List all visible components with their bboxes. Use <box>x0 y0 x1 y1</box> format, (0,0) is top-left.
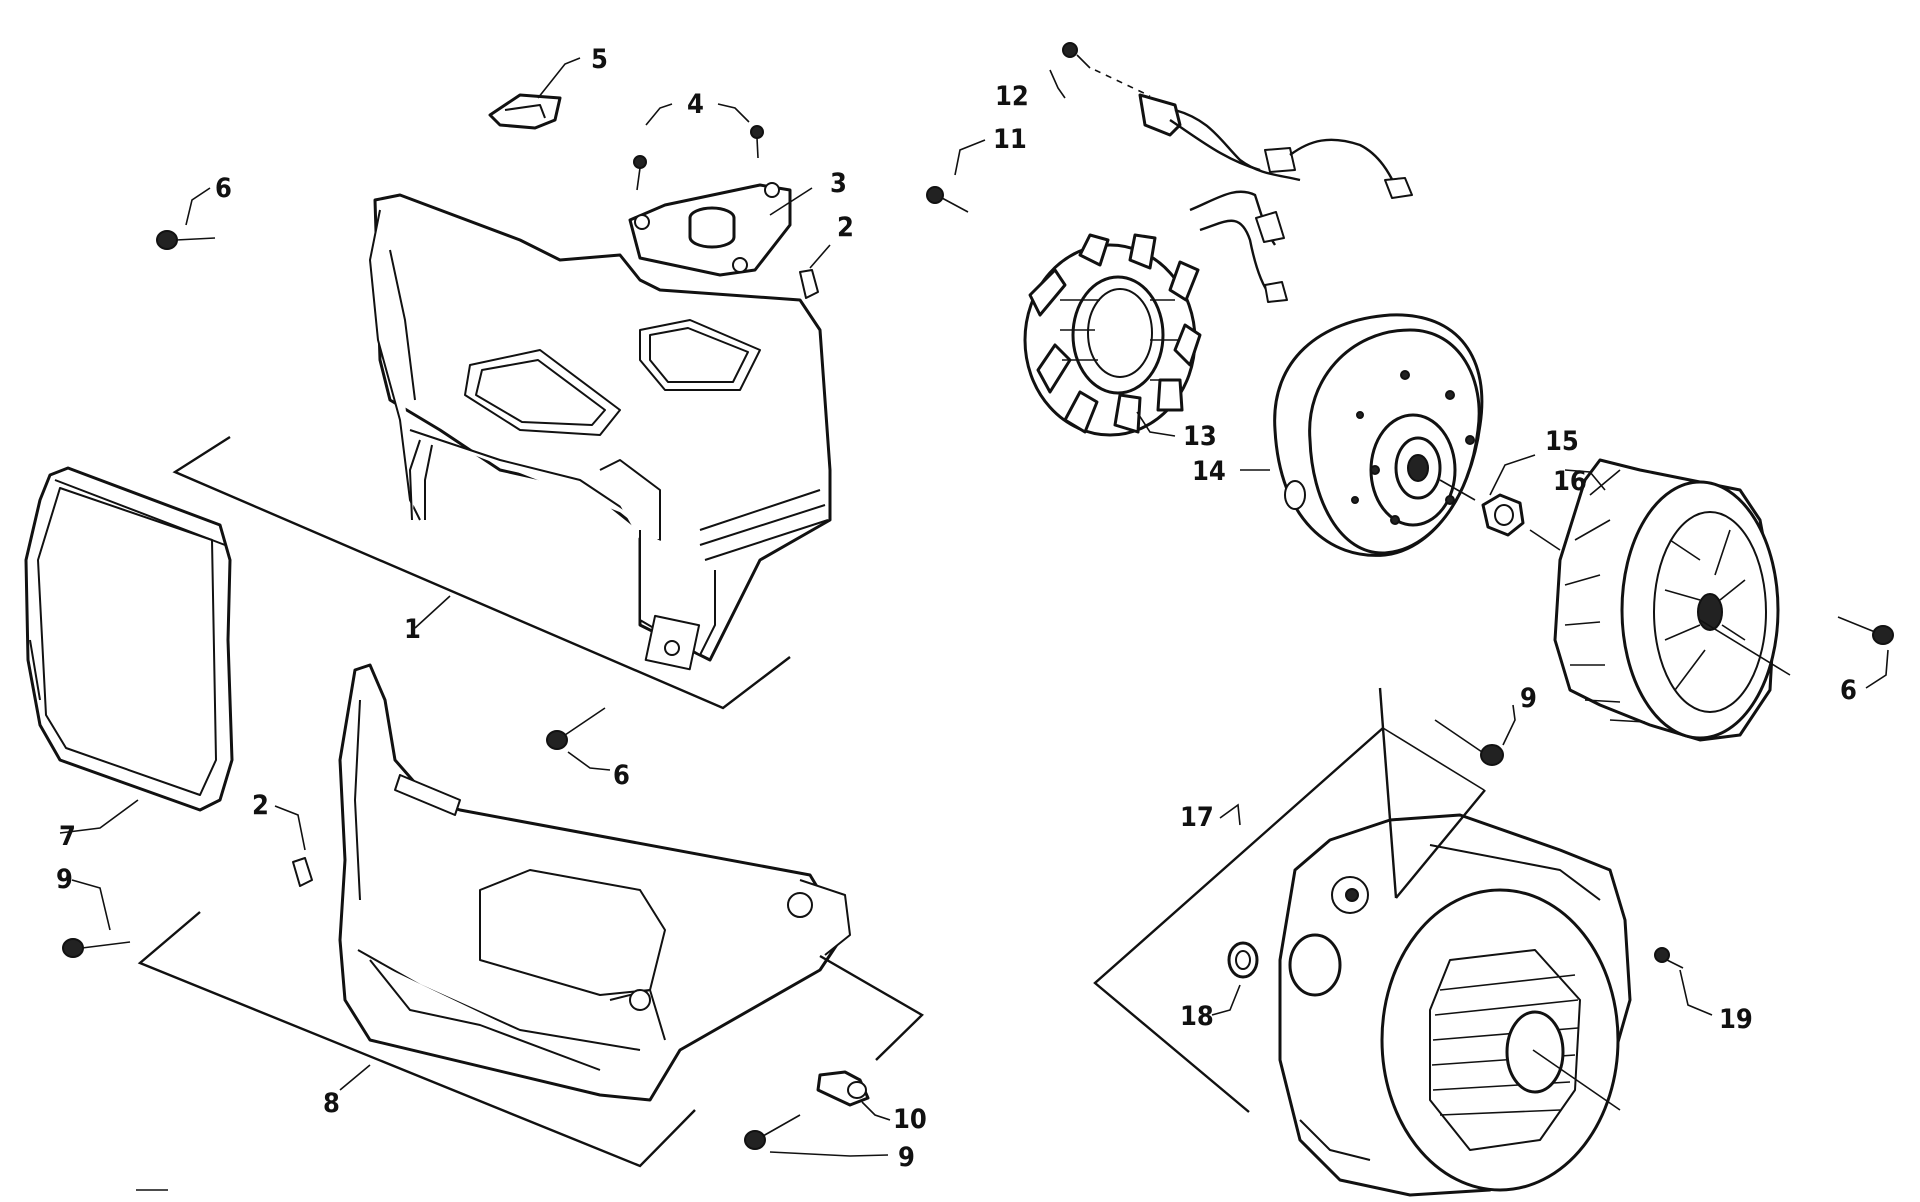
screw-part-12 <box>1062 42 1091 69</box>
bolt-part-9b <box>744 1114 801 1150</box>
callout-12: 12 <box>995 81 1029 112</box>
callout-13: 13 <box>1183 421 1217 452</box>
callout-2b: 2 <box>252 790 269 821</box>
callout-16: 16 <box>1553 466 1587 497</box>
part-8-bracket <box>137 911 924 1168</box>
part-1-bracket <box>172 435 791 710</box>
nut-part-15 <box>1439 479 1561 551</box>
fan-cover-part-17 <box>1278 813 1632 1197</box>
lower-shroud-part <box>338 663 851 1102</box>
screw-part-4b <box>750 125 764 159</box>
bolt-part-6c <box>1837 616 1894 645</box>
wiring-harness <box>1094 69 1413 303</box>
callout-5: 5 <box>591 44 608 75</box>
callout-19: 19 <box>1719 1004 1753 1035</box>
callout-6a: 6 <box>215 173 232 204</box>
bracket-part-5 <box>488 93 562 130</box>
upper-shroud-part <box>369 193 832 671</box>
callout-11: 11 <box>993 124 1027 155</box>
bolt-part-9c <box>1434 719 1504 766</box>
callout-9b: 9 <box>898 1142 915 1173</box>
callout-15: 15 <box>1545 426 1579 457</box>
screw-part-19 <box>1654 947 1684 969</box>
callout-9c: 9 <box>1520 683 1537 714</box>
callout-17: 17 <box>1180 802 1214 833</box>
callout-8: 8 <box>323 1088 340 1119</box>
bolt-part-6b <box>546 707 606 750</box>
cooling-fan-part-16 <box>1553 458 1780 742</box>
callout-10: 10 <box>893 1104 927 1135</box>
callout-14: 14 <box>1192 456 1226 487</box>
callout-6c: 6 <box>1840 675 1857 706</box>
stator-part-13 <box>1023 233 1202 437</box>
callout-18: 18 <box>1180 1001 1214 1032</box>
gasket-part-7 <box>24 466 234 812</box>
callout-7: 7 <box>59 821 76 852</box>
bolt-part-9a <box>62 938 131 958</box>
clip-part-lower <box>292 857 313 887</box>
flywheel-part-14 <box>1273 313 1484 557</box>
bolt-part-6a <box>156 230 216 250</box>
callout-3: 3 <box>830 168 847 199</box>
part-17-bracket <box>1093 687 1486 1113</box>
clamp-part-10 <box>816 1070 870 1107</box>
grommet-part-18 <box>1227 941 1259 979</box>
callout-2a: 2 <box>837 212 854 243</box>
screw-part-4a <box>633 155 647 191</box>
bolt-part-11 <box>926 186 969 213</box>
callout-4: 4 <box>687 89 704 120</box>
clip-part-upper <box>799 269 819 299</box>
callout-6b: 6 <box>613 760 630 791</box>
cover-plate-part <box>628 182 792 277</box>
callout-9a: 9 <box>56 864 73 895</box>
callout-1: 1 <box>404 614 421 645</box>
